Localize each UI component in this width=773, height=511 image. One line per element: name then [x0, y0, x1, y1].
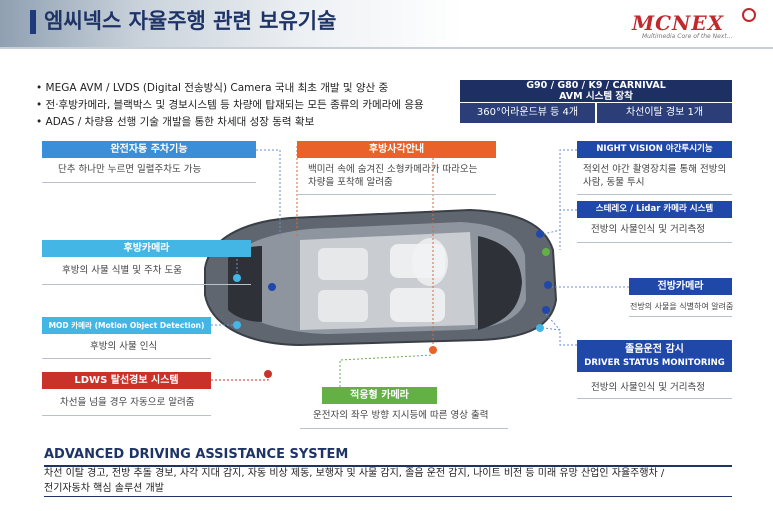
night-vision-desc-1: 적외선 야간 촬영장치를 통해 전방의	[583, 164, 727, 175]
divider	[42, 284, 251, 285]
divider	[42, 415, 211, 416]
logo-ring-icon	[742, 8, 756, 22]
rear-camera-label: 후방카메라	[42, 240, 251, 257]
night-vision-desc-2: 사람, 동물 투시	[583, 177, 645, 188]
car-illustration	[204, 208, 558, 347]
adas-line-2: 전기자동차 핵심 솔루션 개발	[44, 483, 164, 494]
stereo-dot	[542, 248, 550, 256]
divider	[300, 428, 508, 429]
adas-description: 차선 이탈 경고, 전방 추돌 경보, 사각 지대 감지, 자동 비상 제동, …	[44, 466, 744, 496]
stereo-lidar-label: 스테레오 / Lidar 카메라 시스템	[577, 201, 732, 218]
rear-camera-dot	[233, 274, 241, 282]
mod-camera-label: MOD 카메라 (Motion Object Detection)	[42, 317, 211, 334]
auto-parking-desc: 단추 하나만 누르면 일렬주차도 가능	[58, 164, 202, 175]
blind-spot-label: 후방사각안내	[297, 141, 496, 158]
driver-monitor-label-kr: 졸음운전 감시	[625, 344, 684, 355]
adas-line-1: 차선 이탈 경고, 전방 추돌 경보, 사각 지대 감지, 자동 비상 제동, …	[44, 468, 665, 479]
ldws-dot	[264, 370, 272, 378]
rear-camera-desc: 후방의 사물 식별 및 주차 도움	[62, 265, 182, 276]
adas-divider	[44, 465, 732, 467]
auto-parking-label: 완전자동 주차기능	[42, 141, 256, 158]
stereo-lidar-desc: 전방의 사물인식 및 거리측정	[591, 224, 705, 235]
adas-title: ADVANCED DRIVING ASSISTANCE SYSTEM	[44, 447, 349, 462]
bottom-divider	[44, 496, 732, 497]
front-camera-label: 전방카메라	[629, 278, 732, 295]
logo-tagline: Multimedia Core of the Next...	[642, 33, 733, 40]
night-vision-dot	[542, 306, 550, 314]
divider	[577, 194, 732, 195]
ldws-label: LDWS 탈선경보 시스템	[42, 372, 211, 389]
header-divider	[0, 47, 773, 49]
bullet-item: MEGA AVM / LVDS (Digital 전송방식) Camera 국내…	[36, 80, 424, 97]
blind-spot-desc-2: 차량을 포착해 알려줌	[308, 177, 393, 188]
ldw-count-cell: 차선이탈 경보 1개	[597, 103, 732, 123]
header-band	[0, 0, 773, 48]
divider	[577, 242, 732, 243]
mod-camera-desc: 후방의 사물 인식	[90, 341, 158, 352]
mod-camera-dot	[233, 321, 241, 329]
rear-cam2-dot	[268, 283, 276, 291]
night-vision-label: NIGHT VISION 야간투시기능	[577, 141, 732, 158]
adaptive-camera-desc: 운전자의 좌우 방향 지시등에 따른 영상 출력	[313, 410, 489, 421]
title-accent-bar	[30, 10, 36, 34]
front-camera-dot	[544, 281, 552, 289]
adaptive-camera-label: 적응형 카메라	[322, 387, 437, 404]
stereo-dot-2	[536, 230, 544, 238]
bullet-item: 전·후방카메라, 블랙박스 및 경보시스템 등 차량에 탑재되는 모든 종류의 …	[36, 97, 424, 114]
divider	[629, 316, 732, 317]
driver-monitor-label: 졸음운전 감시 DRIVER STATUS MONITORING	[577, 340, 732, 372]
divider	[42, 182, 256, 183]
front-camera-desc: 전방의 사물을 식별하여 알려줌	[630, 302, 734, 311]
vehicle-models-box: G90 / G80 / K9 / CARNIVAL AVM 시스템 장착	[460, 80, 732, 102]
blind-spot-desc-1: 백미러 속에 숨겨진 소형카메라가 따라오는	[308, 164, 478, 175]
bullet-list: MEGA AVM / LVDS (Digital 전송방식) Camera 국내…	[36, 80, 424, 131]
divider	[577, 398, 732, 399]
company-logo: MCNEX	[632, 11, 725, 35]
vehicle-models-line: G90 / G80 / K9 / CARNIVAL	[526, 80, 666, 91]
ldws-desc: 차선을 넘을 경우 자동으로 알려줌	[60, 397, 195, 408]
divider	[42, 358, 211, 359]
blind-spot-dot	[429, 346, 437, 354]
bullet-item: ADAS / 차량용 선행 기술 개발을 통한 차세대 성장 동력 확보	[36, 114, 424, 131]
avm-count-cell: 360°어라운드뷰 등 4개	[460, 103, 595, 123]
page-title: 엠씨넥스 자율주행 관련 보유기술	[44, 9, 337, 33]
driver-monitor-desc: 전방의 사물인식 및 거리측정	[591, 382, 705, 393]
vehicle-avm-line: AVM 시스템 장착	[559, 91, 633, 102]
driver-monitor-dot	[536, 324, 544, 332]
driver-monitor-label-en: DRIVER STATUS MONITORING	[584, 358, 725, 368]
divider	[297, 194, 496, 195]
